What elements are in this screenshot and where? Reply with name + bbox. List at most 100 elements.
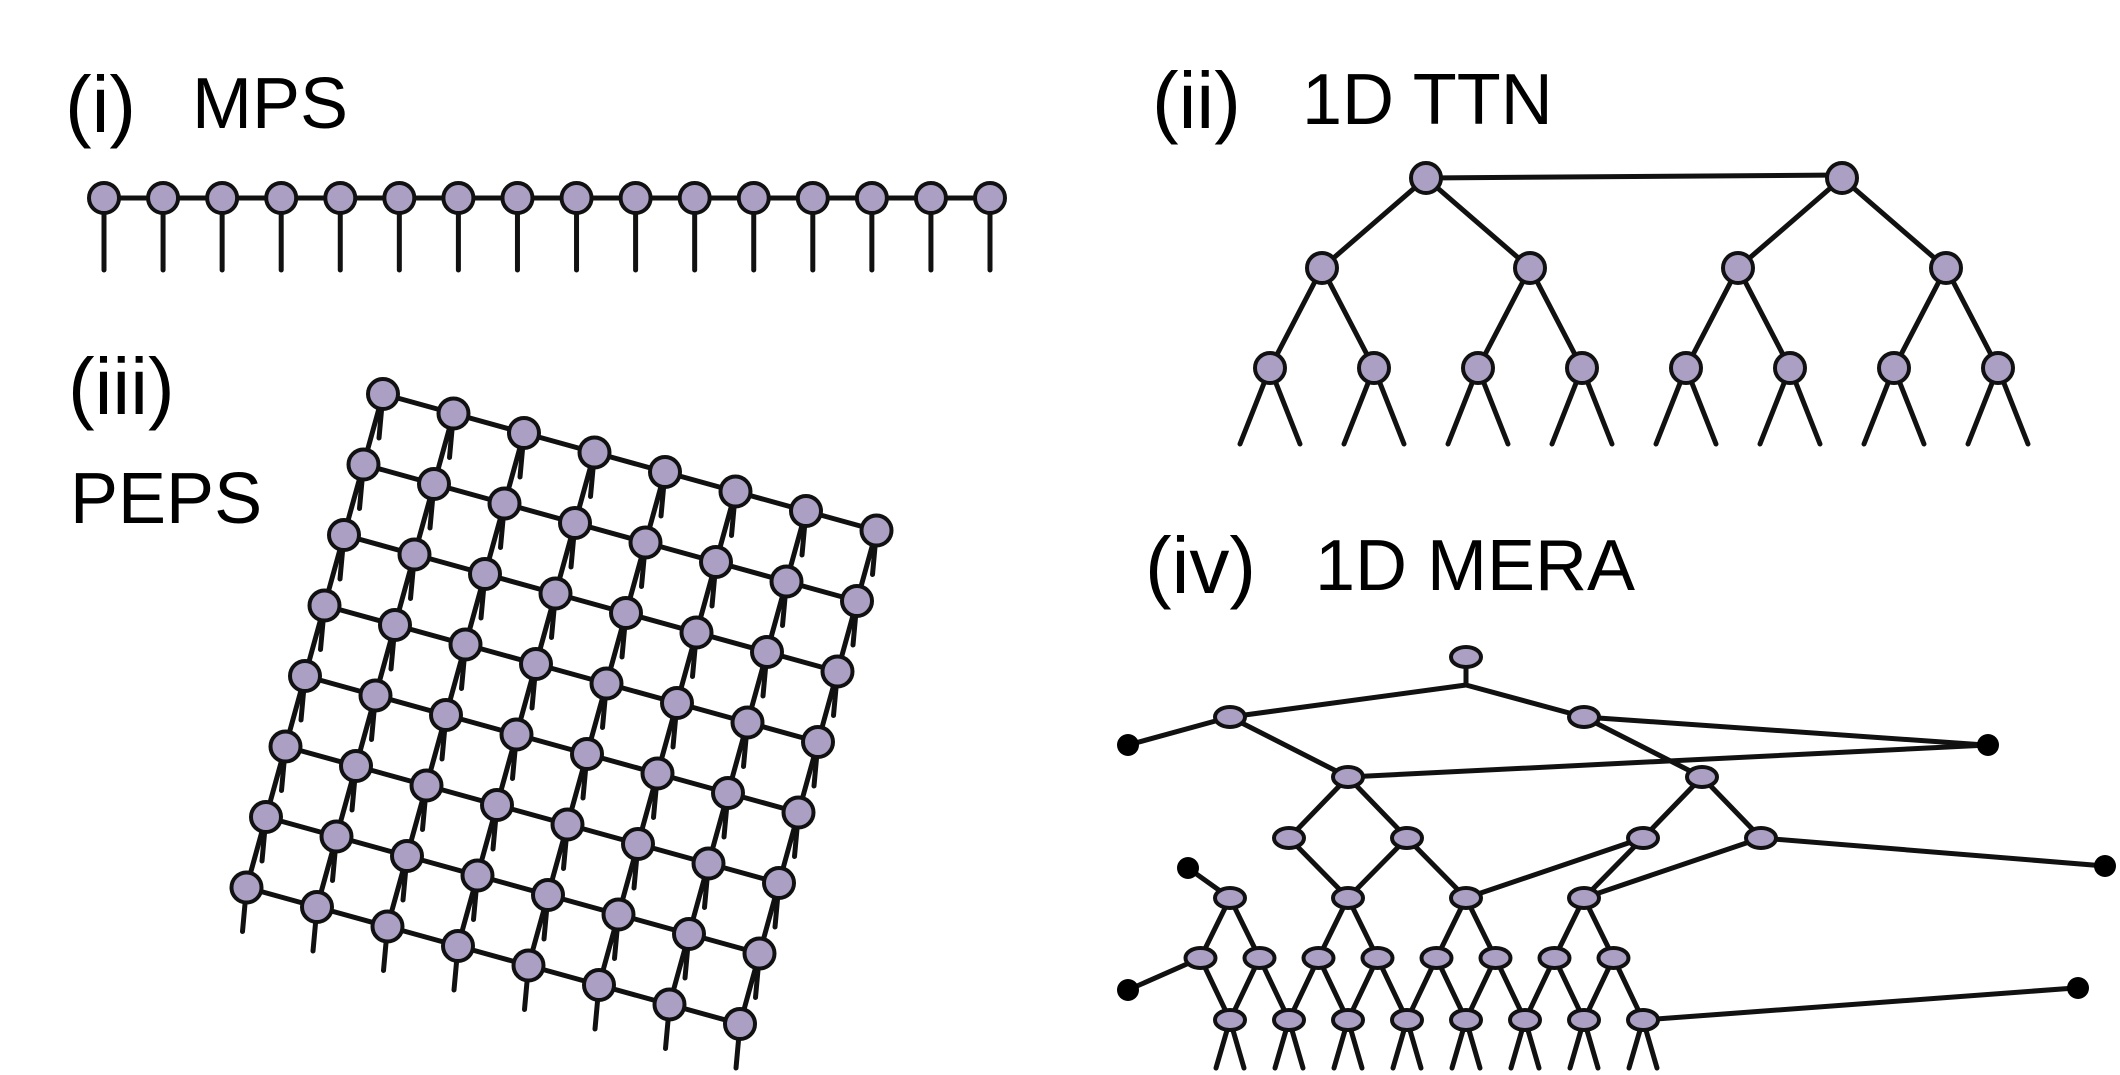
peps-tensor (519, 647, 553, 681)
peps-tensor (550, 807, 585, 842)
panel-title-peps: PEPS (70, 459, 262, 539)
peps-tensor (441, 929, 475, 963)
mera-tensor (1478, 946, 1513, 970)
mera-tensor (1508, 1008, 1542, 1032)
ttn-tensor (1669, 351, 1703, 385)
ttn-tensor (1513, 251, 1547, 285)
mps-tensor (87, 181, 121, 215)
ttn-edge (1683, 265, 1741, 371)
panel-label-peps: (iii) (68, 342, 175, 431)
mera-tensor (1390, 1008, 1424, 1032)
mera-edge (1125, 714, 1233, 748)
peps-tensor (820, 654, 855, 689)
peps-tensor (346, 447, 381, 482)
mera-tensor (1626, 1008, 1660, 1032)
mera-tensor (1449, 1008, 1483, 1032)
peps-tensor (366, 377, 400, 411)
mps-tensor (913, 181, 948, 215)
ttn-edge (1891, 265, 1949, 371)
ttn-edge (1735, 175, 1845, 271)
peps-tensor (558, 506, 592, 540)
peps-tensor (762, 866, 796, 900)
peps-tensor (679, 615, 714, 650)
mera-boundary-node (1177, 857, 1199, 879)
peps-tensor (370, 909, 405, 944)
mera-edge (1463, 682, 1587, 720)
mera-tensor (1331, 765, 1365, 789)
peps-tensor (660, 686, 694, 720)
peps-tensor (750, 635, 784, 669)
ttn-tensor (1773, 351, 1807, 385)
peps-tensor (511, 948, 546, 983)
mera-edge (1404, 835, 1469, 901)
peps-tensor (742, 936, 777, 971)
ttn-edge (1735, 265, 1793, 371)
peps-tensor (840, 584, 874, 618)
mera-tensor (1685, 765, 1719, 789)
peps-tensor (769, 564, 804, 599)
peps-tensor (621, 827, 655, 861)
mera-edge (1286, 835, 1351, 901)
mps-tensor (736, 181, 771, 215)
peps-tensor (723, 1007, 757, 1041)
mps-tensor (264, 181, 299, 215)
mps-tensor (382, 181, 417, 215)
mera-tensor (1213, 886, 1247, 910)
mera-edge (1286, 774, 1351, 841)
peps-tensor (460, 858, 495, 893)
mps-tensor (854, 181, 889, 215)
ttn-edge (1423, 175, 1533, 271)
mera-boundary-node (2067, 977, 2089, 999)
mera-edge (1699, 774, 1764, 841)
mera-edge (1227, 714, 1351, 780)
ttn-tensor (1461, 351, 1495, 385)
mera-tensor (1596, 946, 1631, 970)
panel-label-mps: (i) (65, 60, 136, 149)
panel-title-mps: MPS (192, 64, 348, 144)
peps-tensor (699, 545, 733, 579)
mera-tensor (1360, 946, 1395, 970)
peps-tensor (718, 474, 753, 509)
peps-tensor (609, 596, 643, 630)
peps-tensor (436, 396, 471, 431)
mera-boundary-node (2094, 855, 2116, 877)
mera-tensor (1183, 946, 1218, 970)
peps-tensor (789, 494, 823, 528)
peps-tensor (468, 557, 502, 591)
mera-tensor (1419, 946, 1454, 970)
mera-edge (1345, 835, 1410, 901)
panel-label-ttn: (ii) (1152, 56, 1241, 145)
mera-edge (1345, 742, 1991, 780)
mera-boundary-node (1117, 734, 1139, 756)
panel-label-mera: (iv) (1145, 521, 1256, 610)
peps-tensor (417, 467, 451, 501)
mera-tensor (1213, 1008, 1247, 1032)
peps-tensor (429, 698, 463, 732)
ttn-tensor (1929, 251, 1963, 285)
ttn-tensor (1565, 351, 1599, 385)
mera-tensor (1537, 946, 1572, 970)
peps-tensor (448, 627, 483, 662)
mera-edge (1758, 835, 2108, 869)
mps-tensor (677, 181, 712, 215)
mps-chain (87, 181, 1007, 273)
mera-boundary-node (1977, 734, 1999, 756)
mera-tensor (1626, 826, 1660, 850)
panel-title-mera: 1D MERA (1315, 526, 1635, 606)
peps-tensor (570, 737, 604, 771)
mera-network (1117, 645, 2116, 1071)
mps-tensor (500, 181, 535, 215)
mera-boundary-node (1117, 979, 1139, 1001)
ttn-edge (1475, 265, 1533, 371)
mera-edge (1581, 835, 1764, 901)
ttn-edge (1267, 265, 1325, 371)
mera-tensor (1567, 705, 1601, 729)
ttn-tensor (1981, 351, 2015, 385)
ttn-edge (1839, 175, 1949, 271)
mera-edge (1640, 774, 1705, 841)
peps-tensor (652, 987, 687, 1022)
mera-tensor (1449, 645, 1483, 669)
peps-tensor (730, 705, 765, 740)
peps-tensor (327, 518, 361, 552)
